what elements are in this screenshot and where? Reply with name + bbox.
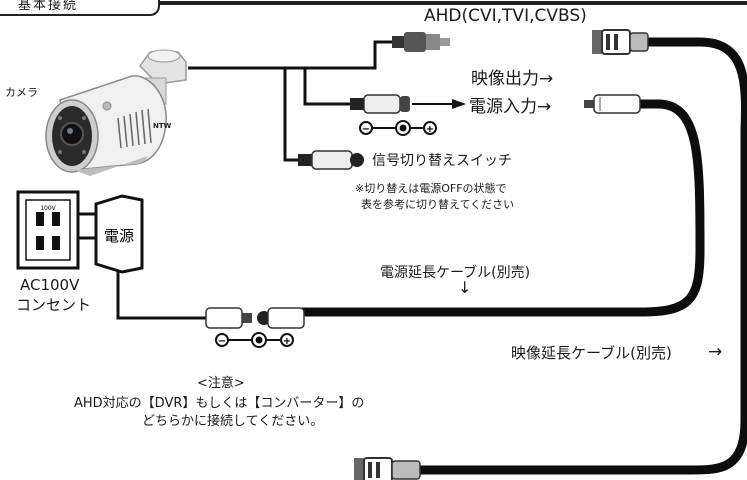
- bnc-connector-ext-top: [592, 29, 649, 55]
- switch-note-line1: ※切り替えは電源OFFの状態で: [355, 182, 507, 195]
- power-extension-cable: [297, 99, 705, 317]
- polarity-minus-upper: −: [362, 124, 370, 135]
- polarity-symbol-lower: [215, 332, 294, 348]
- note-title: <注意>: [197, 376, 245, 391]
- note-line1: AHD対応の【DVR】もしくは【コンバーター】の: [74, 396, 365, 411]
- bnc-connector-ext-bottom: [354, 457, 421, 480]
- bullet-camera: [45, 49, 187, 176]
- signal-switch-connector: [298, 150, 364, 170]
- switch-note-line2: 表を参考に切り替えてください: [361, 198, 515, 211]
- power-ext-down-arrow: ↓: [458, 278, 472, 297]
- ac-outlet-label-line1: AC100V: [20, 276, 80, 294]
- section-tab: 基本接続: [0, 0, 160, 16]
- power-ext-label: 電源延長ケーブル(別売): [380, 265, 531, 281]
- adapter-dc-plug: [205, 307, 252, 329]
- power-in-label: 電源入力→: [469, 97, 552, 117]
- polarity-plus-upper: +: [426, 124, 434, 135]
- ac-outlet-label-line2: コンセント: [16, 296, 92, 314]
- section-tab-label: 基本接続: [18, 0, 79, 13]
- dc-plug-ext: [584, 94, 641, 114]
- polarity-plus-lower: +: [283, 336, 291, 347]
- video-ext-label: 映像延長ケーブル(別売): [511, 344, 672, 362]
- video-out-label: 映像出力→: [471, 69, 554, 89]
- camera-label: カメラ: [5, 86, 38, 99]
- video-extension-cable: [415, 37, 747, 475]
- camera-brand-label: NTW: [153, 122, 172, 130]
- camera-cable-bundle: [188, 40, 392, 162]
- polarity-minus-lower: −: [218, 336, 226, 347]
- camera-dc-jack: [350, 94, 410, 114]
- ext-dc-jack: [257, 307, 305, 329]
- power-adapter-label: 電源: [104, 227, 134, 245]
- bnc-connector-top: [392, 32, 450, 52]
- polarity-symbol-upper: [359, 120, 437, 136]
- ac-outlet: [16, 190, 80, 270]
- signal-switch-label: 信号切り替えスイッチ: [372, 153, 512, 169]
- power-adapter: [78, 194, 144, 274]
- jack-to-plug-arrow: [412, 99, 466, 109]
- ahd-label: AHD(CVI,TVI,CVBS): [424, 6, 587, 26]
- adapter-cable: [116, 272, 206, 320]
- video-ext-right-arrow: →: [708, 342, 723, 362]
- note-line2: どちらかに接続してください。: [142, 414, 324, 429]
- outlet-rating-label: 100V: [40, 205, 56, 212]
